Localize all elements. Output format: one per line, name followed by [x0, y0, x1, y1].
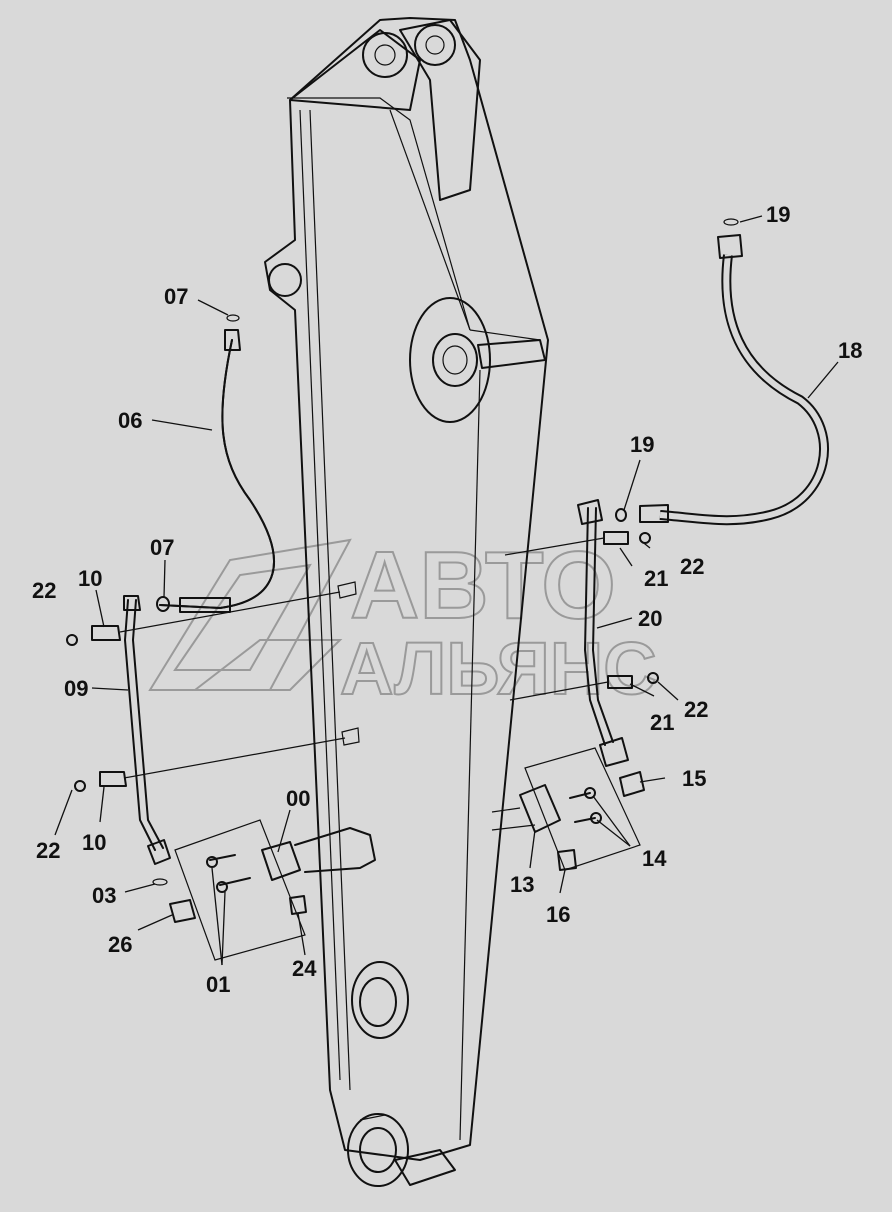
label-21-r2: 21 [650, 710, 674, 735]
clamp-assembly-00 [174, 819, 376, 961]
pipe-09 [124, 599, 156, 851]
label-06: 06 [118, 408, 142, 433]
label-22-r1: 22 [680, 554, 704, 579]
hose-06 [159, 339, 275, 609]
label-19-mid: 19 [630, 432, 654, 457]
right-hose-assembly [491, 218, 829, 871]
pipe-20 [584, 507, 606, 746]
left-hose-assembly [66, 314, 360, 923]
label-20: 20 [638, 606, 662, 631]
label-21-r1: 21 [644, 566, 668, 591]
label-10-top: 10 [78, 566, 102, 591]
label-00: 00 [286, 786, 310, 811]
label-03: 03 [92, 883, 116, 908]
watermark-logo-mark [148, 538, 352, 691]
label-18: 18 [838, 338, 862, 363]
label-14: 14 [642, 846, 667, 871]
watermark: АВТО АЛЬЯНС [148, 531, 658, 711]
label-07-top: 07 [164, 284, 188, 309]
label-10-low: 10 [82, 830, 106, 855]
label-15: 15 [682, 766, 706, 791]
hose-18 [659, 254, 829, 526]
label-26: 26 [108, 932, 132, 957]
label-22-low: 22 [36, 838, 60, 863]
label-19-top: 19 [766, 202, 790, 227]
boom-arm [264, 17, 549, 1187]
label-24: 24 [292, 956, 317, 981]
leader-lines [54, 215, 839, 966]
watermark-line2: АЛЬЯНС [340, 627, 657, 710]
label-07-mid: 07 [150, 535, 174, 560]
label-16: 16 [546, 902, 570, 927]
label-09: 09 [64, 676, 88, 701]
callout-labels: 19 18 07 06 19 07 22 10 22 21 20 09 21 2… [32, 202, 862, 997]
label-13: 13 [510, 872, 534, 897]
watermark-line1: АВТО [350, 532, 616, 639]
label-22-left: 22 [32, 578, 56, 603]
label-01: 01 [206, 972, 230, 997]
label-22-r2: 22 [684, 697, 708, 722]
